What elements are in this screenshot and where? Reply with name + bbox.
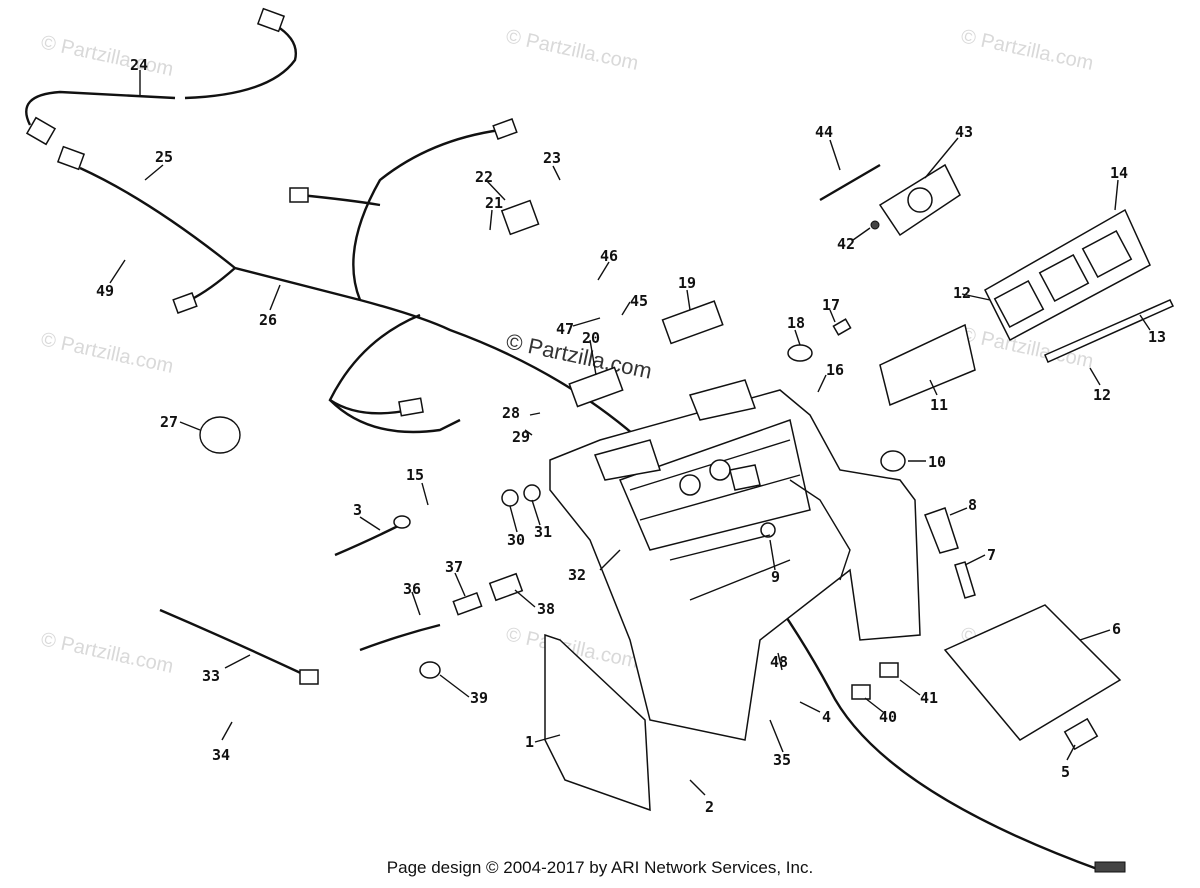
part-label-9: 9 [771, 568, 780, 586]
relay-22 [500, 199, 540, 236]
part-label-10: 10 [928, 453, 946, 471]
part-label-28: 28 [502, 404, 520, 422]
part-label-8: 8 [968, 496, 977, 514]
part-label-46: 46 [600, 247, 618, 265]
part-label-7: 7 [987, 546, 996, 564]
washer-31 [523, 484, 541, 502]
side-panel-1 [544, 633, 651, 812]
dashboard-console [549, 379, 921, 741]
part-label-12a: 12 [953, 284, 971, 302]
bracket-8 [924, 507, 959, 554]
part-label-30: 30 [507, 531, 525, 549]
grommet-39 [419, 661, 441, 679]
part-label-39: 39 [470, 689, 488, 707]
watermark: © Partzilla.com [39, 31, 175, 81]
part-label-31: 31 [534, 523, 552, 541]
watermark-center: © Partzilla.com [504, 328, 654, 383]
part-label-3: 3 [353, 501, 362, 519]
ignition-18 [787, 344, 813, 362]
part-label-29: 29 [512, 428, 530, 446]
watermark: © Partzilla.com [504, 25, 640, 75]
part-label-21: 21 [485, 194, 503, 212]
watermark: © Partzilla.com [39, 628, 175, 678]
wire-harness-24 [25, 7, 297, 146]
bracket-7 [954, 561, 976, 599]
part-label-1: 1 [525, 733, 534, 751]
wire-harness-26 [56, 118, 1126, 873]
part-label-18: 18 [787, 314, 805, 332]
cover-panel-6 [943, 604, 1122, 741]
leader-lines [109, 70, 1151, 796]
part-label-19: 19 [678, 274, 696, 292]
part-label-44: 44 [815, 123, 833, 141]
part-label-43: 43 [955, 123, 973, 141]
lead-36 [359, 623, 441, 652]
part-label-36: 36 [403, 580, 421, 598]
nut-30 [501, 489, 519, 507]
part-label-22: 22 [475, 168, 493, 186]
switch-plate-20 [568, 366, 624, 408]
part-label-12b: 12 [1093, 386, 1111, 404]
part-label-20: 20 [582, 329, 600, 347]
part-label-37: 37 [445, 558, 463, 576]
part-label-35: 35 [773, 751, 791, 769]
part-label-26: 26 [259, 311, 277, 329]
part-label-16: 16 [826, 361, 844, 379]
part-label-5: 5 [1061, 763, 1070, 781]
part-label-2: 2 [705, 798, 714, 816]
part-label-33: 33 [202, 667, 220, 685]
part-label-11: 11 [930, 396, 948, 414]
part-label-14: 14 [1110, 164, 1128, 182]
part-label-17: 17 [822, 296, 840, 314]
decal-41 [879, 662, 899, 678]
key-17 [832, 318, 852, 336]
part-label-34: 34 [212, 746, 230, 764]
part-label-13: 13 [1148, 328, 1166, 346]
gauge-panel-14 [984, 208, 1151, 342]
knob-10 [880, 450, 906, 472]
part-label-4: 4 [822, 708, 831, 726]
part-label-41: 41 [920, 689, 938, 707]
clamp-27 [199, 416, 241, 454]
part-label-42: 42 [837, 235, 855, 253]
part-label-49: 49 [96, 282, 114, 300]
part-label-38: 38 [537, 600, 555, 618]
cable-33 [159, 608, 306, 677]
lead-3 [334, 523, 401, 557]
part-label-23: 23 [543, 149, 561, 167]
part-label-45: 45 [630, 292, 648, 310]
part-label-25: 25 [155, 148, 173, 166]
part-label-48: 48 [770, 653, 788, 671]
panel-11 [879, 323, 976, 407]
lens-38 [488, 572, 524, 602]
part-label-27: 27 [160, 413, 178, 431]
part-label-15: 15 [406, 466, 424, 484]
part-labels: 1 2 3 4 5 6 7 8 9 10 11 12 12 13 14 15 1… [96, 56, 1166, 816]
page-footer: Page design © 2004-2017 by ARI Network S… [386, 858, 814, 877]
gauge-43 [870, 163, 961, 237]
socket-37 [452, 592, 483, 616]
decal-40 [851, 684, 871, 700]
part-label-40: 40 [879, 708, 897, 726]
watermark: © Partzilla.com [39, 328, 175, 378]
switch-plate-19 [661, 300, 724, 345]
cable-44 [819, 163, 881, 202]
watermark: © Partzilla.com [959, 25, 1095, 75]
part-label-6: 6 [1112, 620, 1121, 638]
decal-5 [1063, 717, 1099, 751]
part-label-47: 47 [556, 320, 574, 338]
part-label-24: 24 [130, 56, 148, 74]
part-label-32: 32 [568, 566, 586, 584]
